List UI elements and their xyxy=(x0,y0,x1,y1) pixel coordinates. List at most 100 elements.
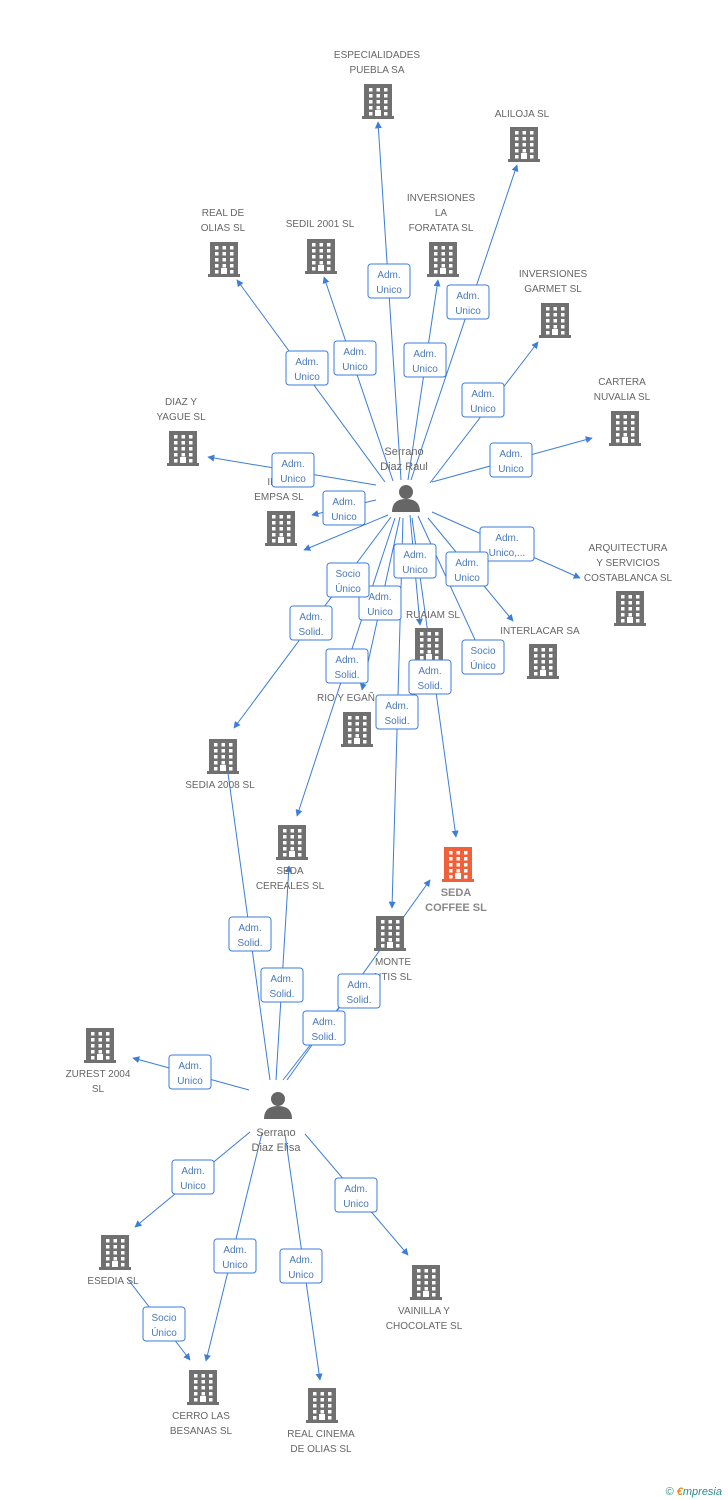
relation-label-text: Adm. xyxy=(223,1245,246,1256)
building-icon xyxy=(306,1388,338,1423)
relation-label-elisa-cerro[interactable]: Adm.Unico xyxy=(213,1238,257,1274)
relation-label-raul-cartera[interactable]: Adm. Unico xyxy=(489,442,533,478)
relation-label-elisa-vainilla[interactable]: Adm.Unico xyxy=(334,1177,378,1213)
company-label: RUAIAM SL xyxy=(406,610,460,621)
relation-label-raul-sedia2008[interactable]: Adm.Solid. xyxy=(289,605,333,641)
relation-label-text: Unico xyxy=(402,565,428,576)
relation-label-text: Unico xyxy=(412,364,438,375)
company-label: ALILOJA SL xyxy=(495,109,550,120)
relation-label-text: Unico xyxy=(288,1270,314,1281)
copyright-footer: © €mpresia xyxy=(666,1486,722,1498)
building-icon xyxy=(614,591,646,626)
relation-label-elisa-sedia2008[interactable]: Adm.Solid. xyxy=(228,916,272,952)
company-node-sedia2008[interactable]: SEDIA 2008 SL xyxy=(185,739,255,791)
relation-label-raul-monte[interactable]: Adm. Solid. xyxy=(375,694,419,730)
relation-label-text: Unico xyxy=(342,362,368,373)
relation-label-text: Unico xyxy=(498,464,524,475)
relation-label-raul-seda_cereales[interactable]: Adm.Solid. xyxy=(325,648,369,684)
relation-label-text: Solid. xyxy=(417,681,442,692)
relation-label-text: Adm. xyxy=(299,612,322,623)
relation-label-raul-diaz_yague[interactable]: Adm.Unico xyxy=(271,452,315,488)
relation-label-text: Adm. xyxy=(312,1017,335,1028)
relation-label-raul-seda_coffee[interactable]: Adm.Solid. xyxy=(408,659,452,695)
building-icon xyxy=(427,242,459,277)
company-label: VAINILLA Y xyxy=(398,1306,450,1317)
relation-label-raul-inv_empsa[interactable]: Adm.Unico xyxy=(322,490,366,526)
building-icon xyxy=(374,916,406,951)
person-icon xyxy=(264,1092,292,1119)
relation-label-raul-sedil[interactable]: Adm.Unico xyxy=(333,340,377,376)
relation-label-elisa-real_cinema[interactable]: Adm.Unico xyxy=(279,1248,323,1284)
relation-label-raul-ruaiam[interactable]: Adm.Unico xyxy=(393,543,437,579)
company-node-aliloja[interactable]: ALILOJA SL xyxy=(495,109,550,162)
person-label: Diaz Raul xyxy=(380,461,428,473)
company-node-esedia[interactable]: ESEDIA SL xyxy=(87,1235,139,1287)
building-icon xyxy=(84,1028,116,1063)
relation-label-text: Unico xyxy=(376,285,402,296)
relation-label-raul-inv_garmet[interactable]: Adm.Unico xyxy=(461,382,505,418)
brand-logo-initial: € xyxy=(676,1486,683,1498)
building-icon xyxy=(207,739,239,774)
relation-label-text: Adm. xyxy=(499,449,522,460)
building-icon xyxy=(442,847,474,882)
company-label: FORATATA SL xyxy=(409,223,474,234)
relation-label-elisa-esedia[interactable]: Adm.Unico xyxy=(171,1159,215,1195)
relation-label-text: Solid. xyxy=(384,716,409,727)
relation-label-elisa-monte[interactable]: Adm. Solid. xyxy=(302,1010,346,1046)
company-label: COSTABLANCA SL xyxy=(584,573,673,584)
company-label: CERRO LAS xyxy=(172,1411,230,1422)
relation-label-elisa-seda_coffee[interactable]: Adm.Solid. xyxy=(337,973,381,1009)
relation-label-text: Adm. xyxy=(344,1184,367,1195)
company-label: SL xyxy=(92,1084,105,1095)
relation-edge-raul-especialidades xyxy=(374,121,402,481)
relation-label-raul-aliloja[interactable]: Adm.Unico xyxy=(446,284,490,320)
company-node-interlacar[interactable]: INTERLACAR SA xyxy=(500,626,580,679)
relation-label-raul-real_olias[interactable]: Adm.Unico xyxy=(285,350,329,386)
building-icon xyxy=(410,1265,442,1300)
relation-label-raul-rio_vega[interactable]: Adm.Unico xyxy=(358,585,402,621)
relation-label-elisa-seda_cereales[interactable]: Adm.Solid. xyxy=(260,967,304,1003)
relation-label-text: Adm. xyxy=(178,1061,201,1072)
relation-label-text: Adm. xyxy=(413,349,436,360)
relation-label-elisa-zurest[interactable]: Adm.Unico xyxy=(168,1054,212,1090)
relation-label-raul-inv_foratata[interactable]: Adm. Unico xyxy=(403,342,447,378)
company-label: EMPSA SL xyxy=(254,492,304,503)
building-icon xyxy=(305,239,337,274)
company-node-rio_vega[interactable]: RIO Y EGAÑ xyxy=(317,691,375,747)
company-node-ruaiam[interactable]: RUAIAM SL xyxy=(406,610,460,663)
company-label: NUVALIA SL xyxy=(594,392,651,403)
company-node-sedil[interactable]: SEDIL 2001 SL xyxy=(286,219,355,274)
relation-label-text: Unico xyxy=(331,512,357,523)
relation-label-text: Solid. xyxy=(334,670,359,681)
relation-label-raul-especialidades[interactable]: Adm.Unico xyxy=(367,263,411,299)
relation-label-text: Adm. xyxy=(238,923,261,934)
relation-label-raul-interlacar[interactable]: Adm.Unico xyxy=(445,551,489,587)
company-label: ARQUITECTURA xyxy=(589,543,668,554)
relation-label-text: Solid. xyxy=(311,1032,336,1043)
relation-label-text: Adm. xyxy=(281,459,304,470)
company-label: LA xyxy=(435,208,448,219)
relation-label-text: Adm. xyxy=(455,558,478,569)
relation-label-raul-arquitectura[interactable]: Adm.Unico,... xyxy=(479,526,535,562)
relation-label-text: Adm. xyxy=(385,701,408,712)
company-label: NTIS SL xyxy=(374,972,412,983)
